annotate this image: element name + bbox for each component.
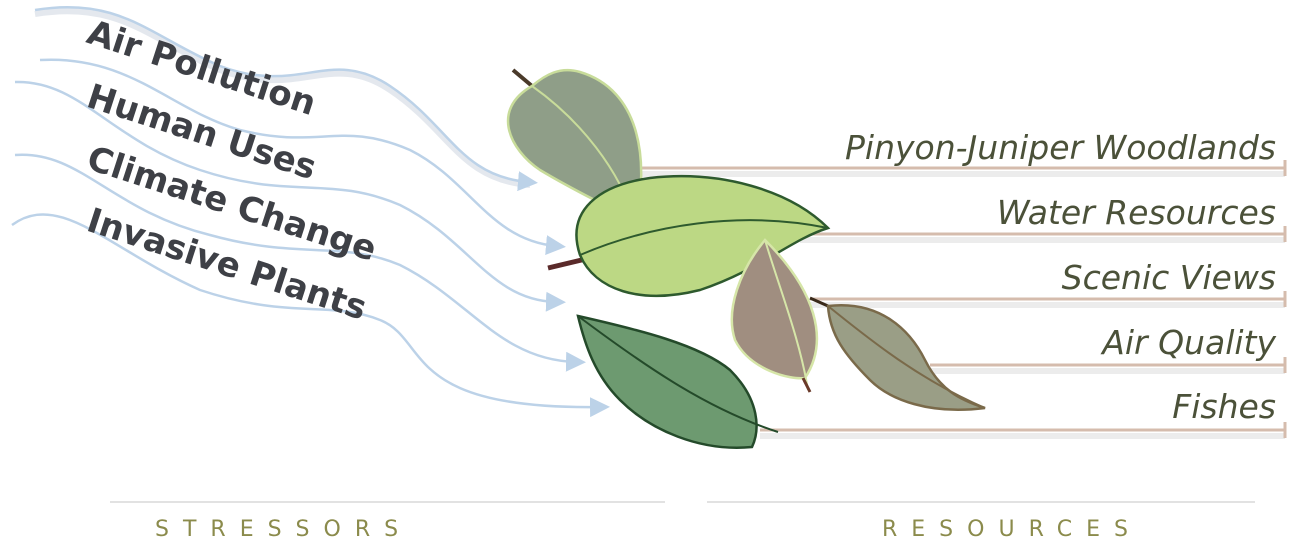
leaf-brown bbox=[730, 238, 819, 393]
stressors-heading: STRESSORS bbox=[155, 517, 412, 542]
resource-scenic-views: Scenic Views bbox=[1062, 258, 1276, 297]
leaf-olive bbox=[809, 296, 986, 411]
resources-heading: RESOURCES bbox=[882, 517, 1142, 542]
stressor-list: Air Pollution Human Uses Climate Change … bbox=[82, 13, 381, 329]
leaf-dark-green bbox=[576, 314, 779, 449]
resource-water-resources: Water Resources bbox=[997, 193, 1276, 232]
resource-fishes: Fishes bbox=[1172, 387, 1276, 426]
arrow-climate-change bbox=[14, 80, 566, 312]
resource-air-quality: Air Quality bbox=[1100, 323, 1276, 362]
arrow-invasive-plants bbox=[14, 153, 586, 372]
arrow-air-pollution bbox=[34, 5, 538, 192]
arrow-extra bbox=[11, 213, 610, 418]
leaf-cluster bbox=[506, 68, 986, 449]
stressor-arrows bbox=[11, 5, 610, 418]
leaf-light-green bbox=[547, 175, 831, 297]
arrow-human-uses bbox=[39, 58, 566, 256]
resource-lines bbox=[640, 160, 1287, 439]
resource-list: Pinyon-Juniper Woodlands Water Resources… bbox=[845, 128, 1276, 426]
resource-pinyon-juniper-woodlands: Pinyon-Juniper Woodlands bbox=[845, 128, 1276, 167]
